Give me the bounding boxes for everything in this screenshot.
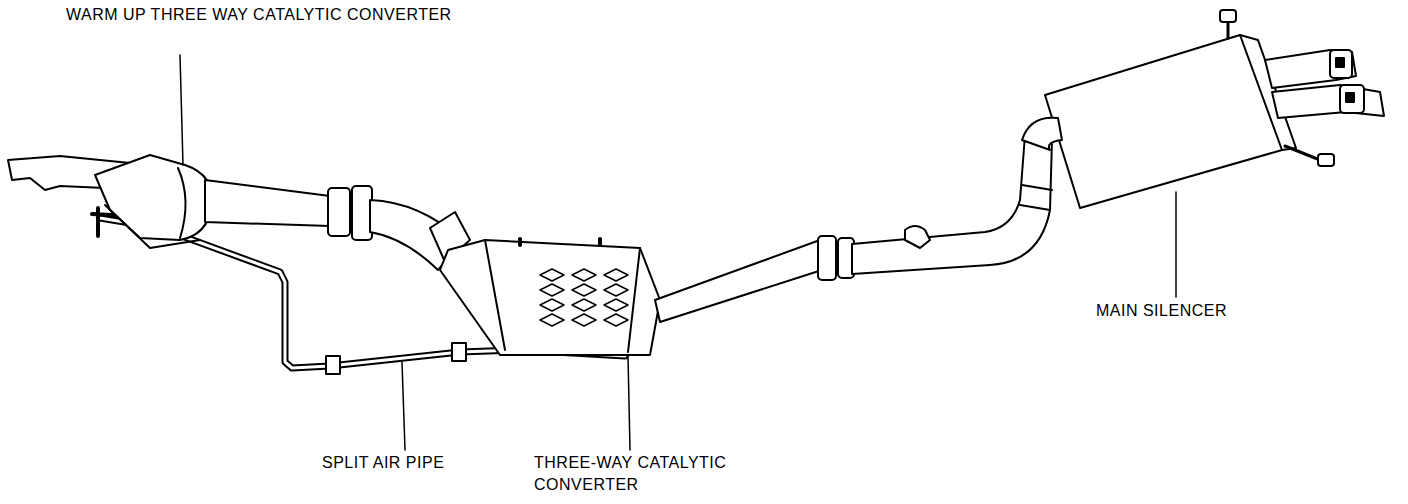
- three-way-converter: [440, 240, 660, 355]
- silencer-inlet: [1022, 118, 1062, 150]
- tailpipe: [1272, 85, 1384, 118]
- converter-seam: [178, 168, 186, 238]
- part-label: MAIN SILENCER: [1094, 300, 1298, 322]
- main-silencer: [1045, 35, 1282, 208]
- hanger: [905, 226, 930, 248]
- rear-pipe: [852, 135, 1052, 274]
- part-label: WARM UP THREE WAY CATALYTIC CONVERTER: [64, 4, 484, 26]
- center-pipe: [655, 240, 822, 322]
- tailpipe: [1265, 50, 1356, 88]
- heat-shield: [105, 205, 200, 248]
- pipe-band: [1020, 185, 1052, 210]
- hanger-rubber: [1220, 10, 1236, 22]
- tailpipe-tip: [1340, 85, 1364, 113]
- tailpipe-mark: [1346, 93, 1354, 102]
- hanger-rubber: [1318, 154, 1334, 166]
- pipe-flange: [328, 188, 350, 236]
- heat-shield-grille: [540, 269, 628, 326]
- converter-edge: [485, 240, 640, 352]
- front-pipe: [205, 180, 330, 226]
- part-label: SPLIT AIR PIPE: [320, 452, 504, 474]
- pipe-joint: [452, 343, 466, 361]
- part-label: THREE-WAY CATALYTIC CONVERTER: [532, 452, 826, 496]
- pipe-flange: [818, 236, 836, 280]
- pipe-joint: [326, 356, 340, 374]
- leader-line: [180, 55, 1176, 450]
- tailpipe-tip: [1330, 50, 1352, 78]
- hanger-rod: [1285, 146, 1320, 160]
- warm-up-converter: [95, 155, 212, 240]
- mount-stud: [520, 239, 600, 245]
- tailpipe-mark: [1336, 58, 1344, 67]
